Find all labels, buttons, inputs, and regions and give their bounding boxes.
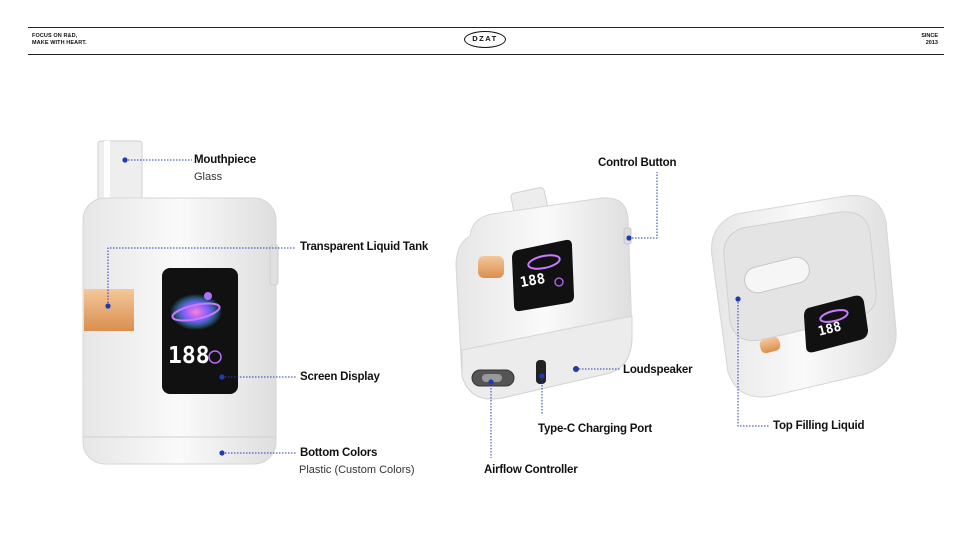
angled-galaxy (527, 254, 561, 270)
callout-leaders (107, 159, 770, 458)
dot-airflow (488, 379, 494, 385)
label-loudspeaker: Loudspeaker (623, 364, 693, 376)
label-screen-display: Screen Display (300, 371, 380, 383)
device-front-view (82, 140, 279, 465)
label-bottom-colors-material: Plastic (Custom Colors) (299, 464, 415, 476)
usb-c-port (536, 360, 546, 384)
dot-liquid-tank (105, 303, 111, 309)
dot-top-filling (735, 296, 741, 302)
header-tagline: FOCUS ON R&D, MAKE WITH HEART. (32, 33, 87, 47)
galaxy-ring (171, 302, 221, 322)
dot-control-button (626, 235, 632, 241)
angled-tank-window (478, 256, 504, 278)
top-screen (804, 295, 868, 353)
airflow-slider (482, 374, 502, 382)
brand-logo: DZAT (464, 31, 506, 48)
device-top-view (711, 195, 897, 398)
callout-dots (105, 157, 741, 456)
dot-mouthpiece (122, 157, 128, 163)
screen-status-icon (208, 350, 222, 364)
since-year: 2013 (925, 40, 938, 46)
header-top-rule (28, 27, 944, 28)
dot-charging-port (539, 373, 545, 379)
top-galaxy (819, 309, 849, 323)
label-control-button: Control Button (598, 157, 677, 169)
label-liquid-tank: Transparent Liquid Tank (300, 241, 429, 253)
since-label: SINCE (921, 33, 938, 39)
leader-top-filling (737, 299, 770, 427)
label-top-filling: Top Filling Liquid (773, 420, 865, 432)
screen-panel (162, 268, 238, 394)
label-mouthpiece-material: Glass (194, 171, 223, 183)
label-airflow-controller: Airflow Controller (484, 464, 578, 476)
angled-status-icon (554, 277, 564, 287)
top-tank-window (759, 336, 781, 354)
header-since: SINCE 2013 (921, 33, 938, 47)
header-bottom-rule (28, 54, 944, 55)
label-mouthpiece: Mouthpiece (194, 154, 256, 166)
display-digits-front: 188 (168, 343, 210, 369)
dot-bottom-colors (219, 450, 225, 456)
device-angled-view (455, 187, 633, 400)
filling-slot (744, 256, 810, 294)
leader-liquid-tank (107, 247, 296, 306)
mouthpiece-highlight (104, 141, 110, 203)
tank-window (84, 289, 134, 331)
dot-loudspeaker (573, 366, 579, 372)
galaxy-planet (204, 292, 212, 300)
label-charging-port: Type-C Charging Port (538, 423, 652, 435)
tagline-line-1: FOCUS ON R&D, (32, 33, 78, 39)
leader-control-button (629, 172, 658, 239)
dot-screen-display (219, 374, 225, 380)
tagline-line-2: MAKE WITH HEART. (32, 40, 87, 46)
side-button (269, 244, 279, 286)
label-bottom-colors: Bottom Colors (300, 447, 378, 459)
